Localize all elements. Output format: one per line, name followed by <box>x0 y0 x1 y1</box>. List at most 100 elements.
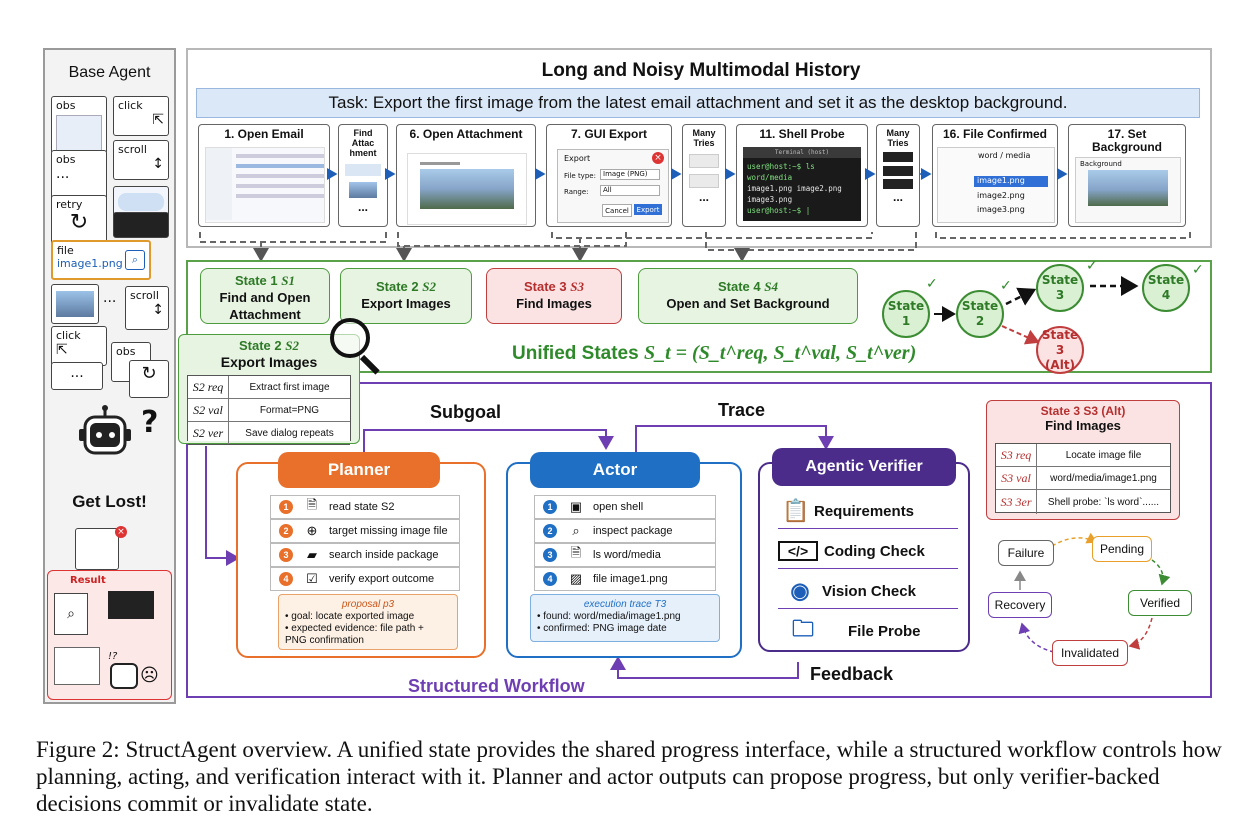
subgoal-label: Subgoal <box>430 402 501 422</box>
tile-label: click <box>118 99 143 112</box>
verifier-item: 🗀 File Probe <box>778 614 958 648</box>
mountain-wallpaper <box>1088 170 1168 206</box>
node-label: 4 <box>1161 288 1171 302</box>
workflow-label: Structured Workflow <box>408 676 585 696</box>
clipboard-icon: 📋 <box>782 498 810 523</box>
task-bar: Task: Export the first image from the la… <box>196 88 1200 118</box>
state-box-3: State 3 S3 Find Images <box>486 268 622 324</box>
error-icon: × <box>115 526 127 538</box>
robot-icon <box>75 405 137 461</box>
result-box: Result ⌕ !? ☹ <box>47 570 172 700</box>
terminal-icon: ▣ <box>569 499 583 514</box>
package-search-icon: ⌕ <box>572 523 580 538</box>
image-icon: ▨ <box>569 571 583 586</box>
check-icon: ✓ <box>1000 278 1012 294</box>
tile-filename: image1.png <box>57 257 123 270</box>
state-box-4: State 4 S4 Open and Set Background <box>638 268 858 324</box>
proposal-box: proposal p3 • goal: locate exported imag… <box>278 594 458 650</box>
code-icon: </> <box>778 541 818 561</box>
lifecycle-failure: Failure <box>998 540 1054 566</box>
tile-label: click <box>56 329 81 342</box>
step-text: search inside package <box>329 549 439 561</box>
state-desc: Find and Open <box>219 290 311 305</box>
step-text: ls word/media <box>593 549 661 561</box>
question-mark: ? <box>141 405 159 440</box>
node-label: State <box>1041 273 1079 287</box>
export-dialog: Export × File type: Image (PNG) Range: A… <box>557 149 669 223</box>
range-label: Range: <box>564 188 589 196</box>
state-graph-edges <box>934 276 1139 345</box>
verifier-item-label: Vision Check <box>822 582 916 600</box>
background-window: Background <box>1075 157 1181 223</box>
feedback-label: Feedback <box>810 664 894 684</box>
state-symbol: S4 <box>764 279 778 294</box>
state-box-2: State 2 S2 Export Images <box>340 268 472 324</box>
state-name: State 1 <box>235 273 278 288</box>
scroll-arrow-icon: ↕ <box>152 156 164 172</box>
state-symbol: S3 <box>570 279 584 294</box>
step-title: 7. GUI Export <box>570 127 647 141</box>
check-icon: ✓ <box>926 276 938 292</box>
robot-icon <box>110 663 138 689</box>
step-title: 17. Set Background <box>1092 127 1162 154</box>
check-icon: ✓ <box>1086 258 1098 274</box>
file-search-icon: ⌕ <box>125 250 145 270</box>
eye-icon: ◉ <box>790 578 810 603</box>
document-icon: 🗎 <box>570 545 582 560</box>
step-title: Many Tries <box>886 128 910 148</box>
step-title: 1. Open Email <box>224 127 304 141</box>
row-value: Save dialog repeats <box>245 427 334 439</box>
figure-caption: Figure 2: StructAgent overview. A unifie… <box>36 737 1222 816</box>
step-text: file image1.png <box>593 573 668 585</box>
retry-icon: ↻ <box>69 210 89 235</box>
planner-title: Planner <box>278 452 440 488</box>
row-key: S3 req <box>996 444 1037 466</box>
confused-mark: !? <box>108 651 118 662</box>
proposal-line: • goal: locate exported image <box>285 611 415 622</box>
card-symbol: S2 <box>285 338 299 353</box>
state-name: State 3 <box>524 279 567 294</box>
terminal-line: image1.png image2.png <box>747 184 842 193</box>
file-row: image2.png <box>977 191 1025 200</box>
verifier-module <box>758 462 970 652</box>
folder-search-icon: 🗀 <box>791 616 814 641</box>
history-step-shell-probe: 11. Shell Probe Terminal (host) user@hos… <box>736 124 868 227</box>
file-path: word / media <box>978 151 1031 160</box>
history-step-many-tries: Many Tries ... <box>876 124 920 227</box>
export-dialog-thumb <box>75 528 119 570</box>
state-name: State 4 <box>718 279 761 294</box>
verifier-item: 📋Requirements <box>778 494 958 529</box>
trace-line: • confirmed: PNG image date <box>537 623 667 634</box>
state-desc: Attachment <box>229 307 301 322</box>
thumbnail <box>56 291 94 317</box>
target-icon: ⊕ <box>306 523 318 538</box>
document-screenshot <box>407 153 527 225</box>
row-value: Shell probe: `ls word`...... <box>1047 496 1160 508</box>
tile-label: scroll <box>118 143 147 156</box>
node-label: (Alt) <box>1044 357 1076 372</box>
node-label: 1 <box>901 314 911 328</box>
workflow-connectors <box>205 425 834 679</box>
background-window-title: Background <box>1080 160 1122 168</box>
thumbnail <box>56 115 102 151</box>
base-agent-panel: Base Agent obs click ⇱ scroll ↕ obs ... … <box>43 48 176 704</box>
trace-title: execution trace T3 <box>583 599 667 610</box>
graph-node-state-3-alt: State 3(Alt) <box>1036 326 1084 374</box>
dialog-thumb <box>54 647 100 685</box>
verifier-item: ◉ Vision Check <box>778 574 958 609</box>
state-symbol: S2 <box>422 279 436 294</box>
tile-obs: obs <box>51 96 107 154</box>
export-button: Export <box>634 204 662 215</box>
history-step-many-tries: Many Tries ... <box>682 124 726 227</box>
card-title: State 2 <box>239 338 282 353</box>
node-label: State 3 <box>1041 327 1079 357</box>
history-step-file-confirmed: 16. File Confirmed word / media image1.p… <box>932 124 1058 227</box>
step-title: Find Attac hment <box>349 128 377 158</box>
verifier-item-label: File Probe <box>848 622 921 640</box>
